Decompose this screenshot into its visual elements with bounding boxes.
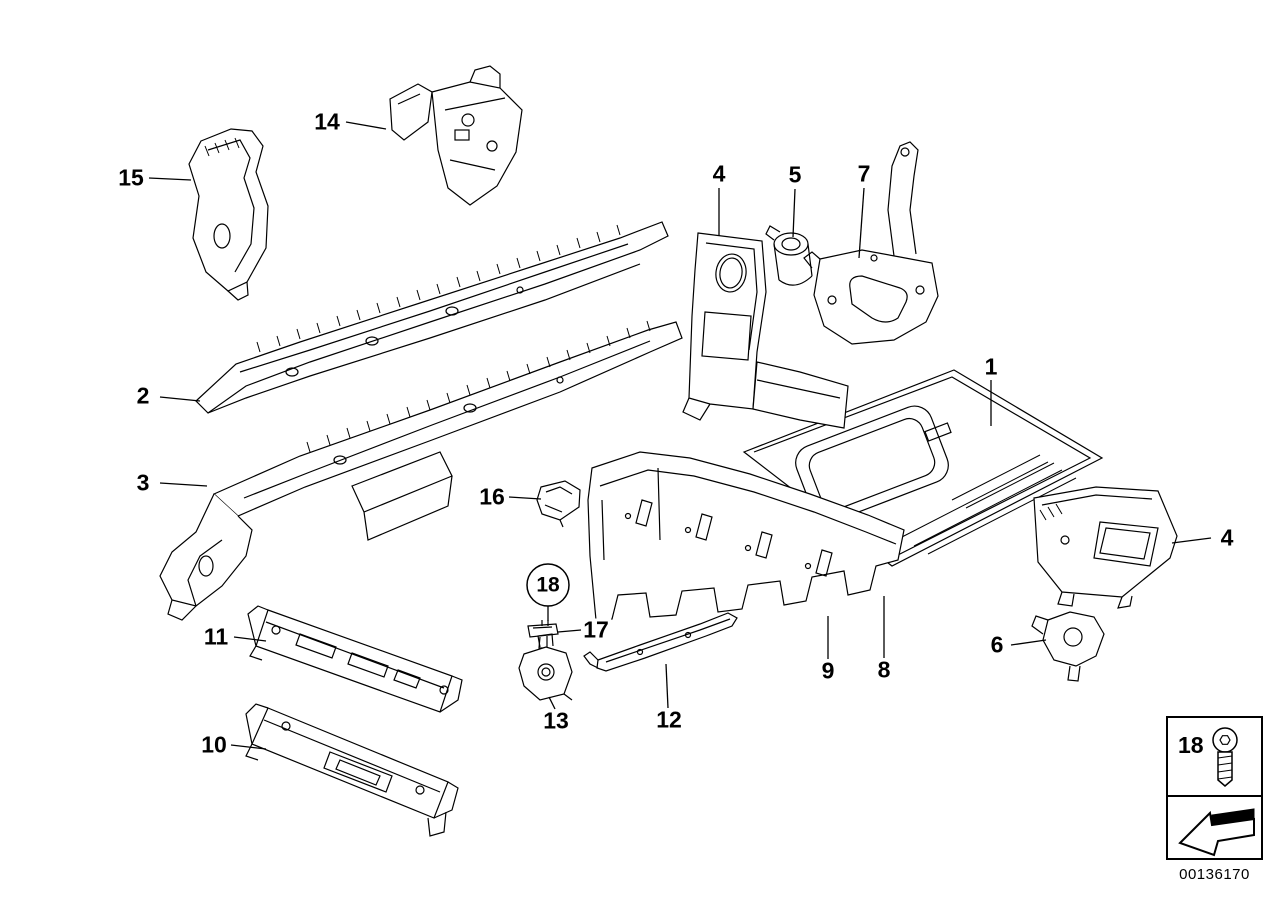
callout-1[interactable]: 1 — [982, 353, 1000, 380]
part-17-clip — [527, 620, 559, 649]
part-6-mount — [1031, 611, 1105, 682]
part-11-cross-bracket — [247, 605, 463, 713]
leader-lines — [148, 121, 1212, 750]
diagram-number: 00136170 — [1179, 866, 1250, 883]
callout-8[interactable]: 8 — [875, 656, 893, 683]
callout-15[interactable]: 15 — [116, 164, 146, 191]
direction-arrow-icon — [1178, 808, 1255, 857]
callout-9[interactable]: 9 — [819, 657, 837, 684]
callout-3[interactable]: 3 — [134, 469, 152, 496]
part-13-bracket — [518, 633, 573, 701]
part-3-rail — [159, 320, 683, 621]
callout-18[interactable]: 18 — [536, 573, 560, 597]
callout-12[interactable]: 12 — [654, 706, 684, 733]
part-5-sleeve — [765, 225, 813, 286]
callout-6[interactable]: 6 — [988, 631, 1006, 658]
callout-11[interactable]: 11 — [201, 623, 231, 650]
legend-fastener-ref: 18 — [1178, 732, 1204, 758]
callout-10[interactable]: 10 — [199, 731, 229, 758]
part-12-strip — [583, 612, 738, 672]
callout-13[interactable]: 13 — [541, 707, 571, 734]
callout-4-top[interactable]: 4 — [710, 160, 728, 187]
part-7-bracket — [803, 141, 939, 345]
callout-5[interactable]: 5 — [786, 161, 804, 188]
part-2-rail — [195, 221, 669, 414]
part-4-top-panel — [682, 232, 849, 429]
legend-direction-box — [1166, 795, 1263, 860]
part-15-bracket — [188, 128, 269, 301]
part-8-cross-member — [587, 451, 905, 621]
callout-7[interactable]: 7 — [855, 160, 873, 187]
callout-16[interactable]: 16 — [477, 483, 507, 510]
torx-screw-icon — [1212, 727, 1238, 787]
callout-17[interactable]: 17 — [581, 616, 611, 643]
part-14-bracket — [389, 65, 523, 206]
callout-18-circle — [526, 563, 570, 607]
callout-14[interactable]: 14 — [312, 108, 342, 135]
callout-2[interactable]: 2 — [134, 382, 152, 409]
callout-4-right[interactable]: 4 — [1218, 524, 1236, 551]
legend-fastener-box: 18 — [1166, 716, 1263, 797]
part-4-right-panel — [1033, 486, 1178, 609]
part-10-cross-bracket — [245, 703, 459, 837]
part-16-support — [536, 480, 581, 528]
